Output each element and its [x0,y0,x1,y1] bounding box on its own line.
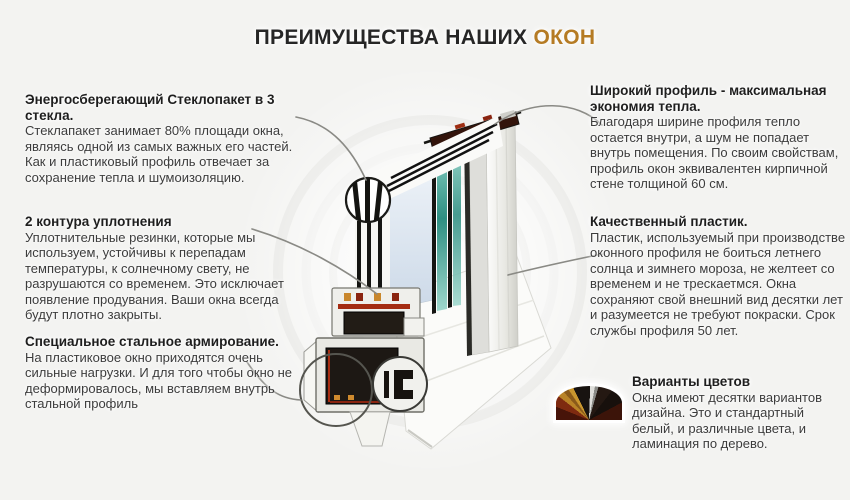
callout-line-wide-profile [494,104,603,126]
gasket-dots [344,293,399,301]
feature-wide-profile: Широкий профиль - максимальная экономия … [590,83,844,192]
feature-body: Благодаря ширине профиля тепло остается … [590,114,839,191]
highlight-circles [299,353,428,427]
feature-two-seal-contours: 2 контура уплотнения Уплотнительные рези… [25,214,295,323]
feature-quality-plastic: Качественный пластик. Пластик, используе… [590,214,848,338]
feature-steel-reinforcement: Специальное стальное армирование. На пла… [25,334,297,412]
feature-heading: Варианты цветов [632,374,751,389]
feature-heading: 2 контура уплотнения [25,214,172,229]
feature-body: Стеклапакет занимает 80% площади окна, я… [25,123,293,185]
magnifier-projection-stripes [378,116,503,202]
feature-body: Уплотнительные резинки, которые мы испол… [25,229,284,323]
callout-lines [246,104,603,401]
feature-heading: Качественный пластик. [590,214,748,229]
feature-heading: Энергосберегающий Стеклопакет в 3 стекла… [25,92,275,123]
feature-body: На пластиковое окно приходятся очень сил… [25,349,293,412]
color-fan-semicircle-icon [556,386,622,420]
page-title-accent: ОКОН [533,26,596,49]
feature-heading: Специальное стальное армирование. [25,334,279,349]
page-title-main: ПРЕИМУЩЕСТВА НАШИХ [254,26,528,49]
feature-heading: Широкий профиль - максимальная экономия … [590,83,827,114]
feature-body: Пластик, используемый при производстве о… [590,229,846,338]
feature-color-options: Варианты цветов Окна имеют десятки вариа… [556,374,846,452]
callout-line-plastic [507,253,603,276]
feature-energy-glazing: Энергосберегающий Стеклопакет в 3 стекла… [25,92,295,185]
page-title: ПРЕИМУЩЕСТВА НАШИХ ОКОН [0,26,850,50]
magnifier-circle [344,176,392,224]
callout-line-steel [246,361,302,401]
callout-line-glazing [295,116,367,181]
feature-body: Окна имеют десятки вариантов дизайна. Эт… [632,389,822,452]
callout-line-seals [251,228,378,295]
